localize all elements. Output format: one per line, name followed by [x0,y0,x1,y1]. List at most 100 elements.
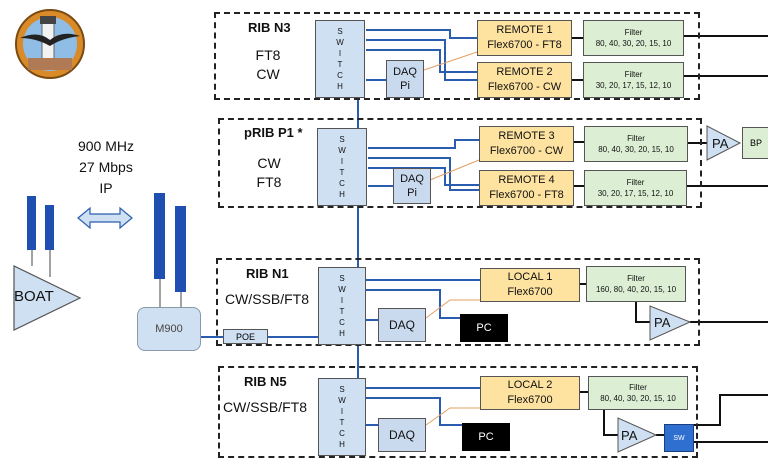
filter-bands: 80, 40, 30, 20, 15, 10 [598,145,674,154]
rib-n1-mode-1: CW/SSB/FT8 [224,291,309,307]
prib-p1-title: pRIB P1 * [244,125,303,140]
radio-name: REMOTE 2 [496,66,553,78]
club-logo [15,9,85,79]
daq-label: DAQ [388,318,415,332]
pa-triangle-n5 [617,417,658,453]
prib-p1-daq: DAQ Pi [393,168,431,204]
boat-shape [13,265,82,331]
filter-title: Filter [624,28,643,37]
switch-letter: C [339,429,345,438]
prib-p1-modes: CW FT8 [244,154,294,192]
filter-title: Filter [629,383,647,392]
remote-1-radio: REMOTE 1 Flex6700 - FT8 [477,20,572,56]
radio-name: REMOTE 3 [498,130,555,142]
switch-letter: H [339,329,345,338]
switch-letter: S [339,385,345,394]
remote-1-filter: Filter 80, 40, 30, 20, 15, 10 [583,20,684,56]
filter-bands: 80, 40, 30, 20, 15, 10 [595,39,672,48]
rib-n3-modes: FT8 CW [240,46,296,84]
prib-p1-mode-1: CW [257,155,281,171]
remote-4-filter: Filter 30, 20, 17, 15, 12, 10 [584,170,687,206]
radio-name: REMOTE 4 [498,174,555,186]
switch-letter: W [338,285,346,294]
rib-n5-title: RIB N5 [244,374,287,389]
boat-antenna-2 [45,205,54,250]
daq-label: DAQ [388,428,415,442]
switch-letter: H [339,440,345,449]
boat-label: BOAT [14,288,54,305]
switch-letter: W [338,396,346,405]
poe-box: POE [223,329,268,344]
filter-bands: 30, 20, 17, 15, 12, 10 [597,189,674,198]
radio-model: Flex6700 - FT8 [487,39,562,51]
rib-n3-mode-2: CW [256,66,280,82]
remote-2-radio: REMOTE 2 Flex6700 - CW [477,62,572,98]
remote-3-radio: REMOTE 3 Flex6700 - CW [479,126,574,162]
prib-p1-mode-2: FT8 [256,174,282,190]
pa-triangle-p1 [706,125,742,161]
switch-letter: C [339,179,345,188]
radio-model: Flex6700 - FT8 [489,189,564,201]
radio-model: Flex6700 [507,286,553,298]
m900-box: M900 [137,307,201,351]
remote-4-radio: REMOTE 4 Flex6700 - FT8 [479,170,574,206]
local-1-filter: Filter 160, 80, 40, 20, 15, 10 [586,266,686,302]
switch-letter: H [337,82,343,91]
link-frequency: 900 MHz [77,138,135,154]
m900-antenna-1 [154,193,165,279]
rib-n1-title: RIB N1 [246,266,289,281]
rib-n1-modes: CW/SSB/FT8 [222,290,312,309]
switch-letter: H [339,190,345,199]
daq-label: DAQ [400,173,424,185]
switch-letter: S [337,27,343,36]
filter-bands: 30, 20, 17, 15, 12, 10 [595,81,672,90]
switch-letter: W [336,38,344,47]
link-protocol: IP [99,180,113,196]
filter-bands: 80, 40, 30, 20, 15, 10 [600,394,676,403]
filter-title: Filter [626,178,645,187]
switch-letter: T [339,307,345,316]
m900-antenna-2 [175,206,186,292]
switch-letter: C [337,71,343,80]
daq-sub: Pi [400,80,410,92]
rib-n1-pa-label: PA [654,315,671,330]
switch-letter: T [339,418,345,427]
daq-label: DAQ [393,66,417,78]
radio-model: Flex6700 [507,394,553,406]
rib-n3-box [214,12,700,100]
radio-model: Flex6700 - CW [487,81,562,93]
switch-letter: I [340,157,344,166]
switch-letter: T [337,60,343,69]
rib-n1-box [216,258,700,346]
rib-n1-daq: DAQ [378,308,426,342]
rib-n5-modes: CW/SSB/FT8 [220,398,310,417]
wireless-link-arrow [77,206,133,230]
rib-n1-pc: PC [460,314,508,342]
local-1-radio: LOCAL 1 Flex6700 [480,268,580,302]
filter-bands: 160, 80, 40, 20, 15, 10 [595,285,677,294]
radio-name: LOCAL 1 [507,271,553,283]
switch-letter: S [339,135,345,144]
link-rate: 27 Mbps [79,159,133,175]
pa-triangle-n1 [649,305,692,341]
rib-n5-pc: PC [462,423,510,451]
bp-filter: BP [742,127,768,159]
daq-sub: Pi [407,187,417,199]
switch-letter: C [339,318,345,327]
m900-link [201,336,223,338]
rib-n5-mode-1: CW/SSB/FT8 [222,399,307,415]
switch-letter: T [339,168,345,177]
rib-n3-title: RIB N3 [248,20,291,35]
radio-name: REMOTE 1 [496,24,553,36]
remote-2-filter: Filter 30, 20, 17, 15, 12, 10 [583,62,684,98]
rib-n3-mode-1: FT8 [255,47,281,63]
switch-letter: W [338,146,346,155]
rib-n5-pa-label: PA [621,428,638,443]
switch-letter: S [339,274,345,283]
link-info: 900 MHz 27 Mbps IP [66,136,146,199]
